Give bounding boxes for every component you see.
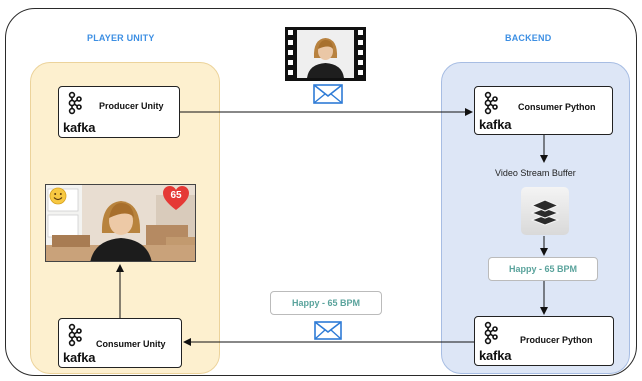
kafka-wordmark: kafka (63, 350, 96, 365)
envelope-icon (313, 84, 343, 104)
kafka-logo-icon (68, 323, 82, 347)
heart-icon (163, 186, 189, 210)
producer-python-node: kafka Producer Python (474, 316, 614, 366)
player-unity-title: PLAYER UNITY (87, 33, 155, 43)
kafka-logo-icon (484, 321, 498, 345)
producer-python-label: Producer Python (520, 335, 593, 345)
film-strip-icon (285, 27, 366, 81)
consumer-python-node: kafka Consumer Python (474, 86, 613, 135)
kafka-wordmark: kafka (479, 348, 512, 363)
kafka-logo-icon (484, 91, 498, 115)
smiley-icon (49, 187, 67, 205)
kafka-wordmark: kafka (479, 117, 512, 132)
producer-unity-label: Producer Unity (99, 101, 164, 111)
kafka-wordmark: kafka (63, 120, 96, 135)
consumer-python-label: Consumer Python (518, 102, 596, 112)
emotion-status-backend: Happy - 65 BPM (488, 257, 598, 281)
consumer-unity-label: Consumer Unity (96, 339, 166, 349)
layers-icon (521, 187, 569, 235)
consumer-unity-node: kafka Consumer Unity (58, 318, 182, 368)
kafka-logo-icon (68, 91, 82, 115)
video-stream-buffer-label: Video Stream Buffer (495, 168, 576, 178)
heart-rate-value: 65 (170, 190, 182, 201)
envelope-icon (314, 321, 342, 340)
backend-title: BACKEND (505, 33, 552, 43)
emotion-status-transfer: Happy - 65 BPM (270, 291, 382, 315)
person-avatar-icon (307, 38, 344, 78)
producer-unity-node: kafka Producer Unity (58, 86, 180, 138)
